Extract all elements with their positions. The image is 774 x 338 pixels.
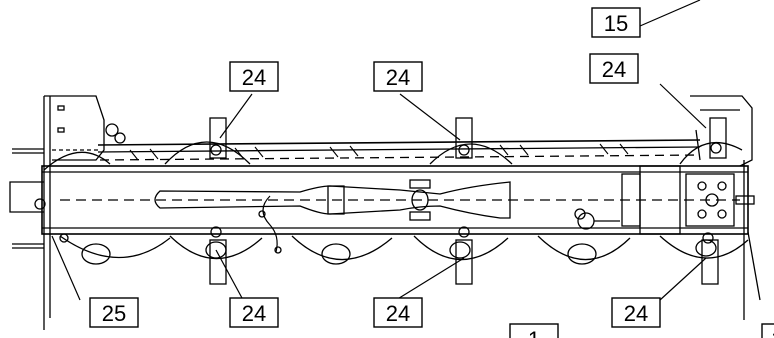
callout-24-bottom-center-label: 24 [386, 301, 410, 326]
callout-24-top-left: 24 [229, 61, 279, 92]
callout-15: 15 [591, 7, 641, 38]
callout-24-bottom-center: 24 [373, 297, 423, 328]
cutter-bar-drawing [9, 95, 761, 330]
callout-24-top-center-label: 24 [386, 65, 410, 90]
callout-24-top-center: 24 [373, 61, 423, 92]
callout-25: 25 [89, 297, 139, 328]
callout-1-edge: 1 [761, 323, 774, 338]
callout-25-label: 25 [102, 301, 126, 326]
callout-24-top-left-label: 24 [242, 65, 266, 90]
callout-24-top-right: 24 [589, 53, 639, 84]
callout-1-edge-label: 1 [771, 327, 774, 338]
callout-24-top-right-label: 24 [602, 57, 626, 82]
callout-1: 1 [509, 323, 559, 338]
callout-24-bottom-right: 24 [611, 297, 661, 328]
callout-1-label: 1 [528, 327, 540, 338]
callout-24-bottom-right-label: 24 [624, 301, 648, 326]
leader-lines [51, 0, 707, 301]
callout-15-label: 15 [604, 11, 628, 36]
callout-24-bottom-left-label: 24 [242, 301, 266, 326]
callout-24-bottom-left: 24 [229, 297, 279, 328]
